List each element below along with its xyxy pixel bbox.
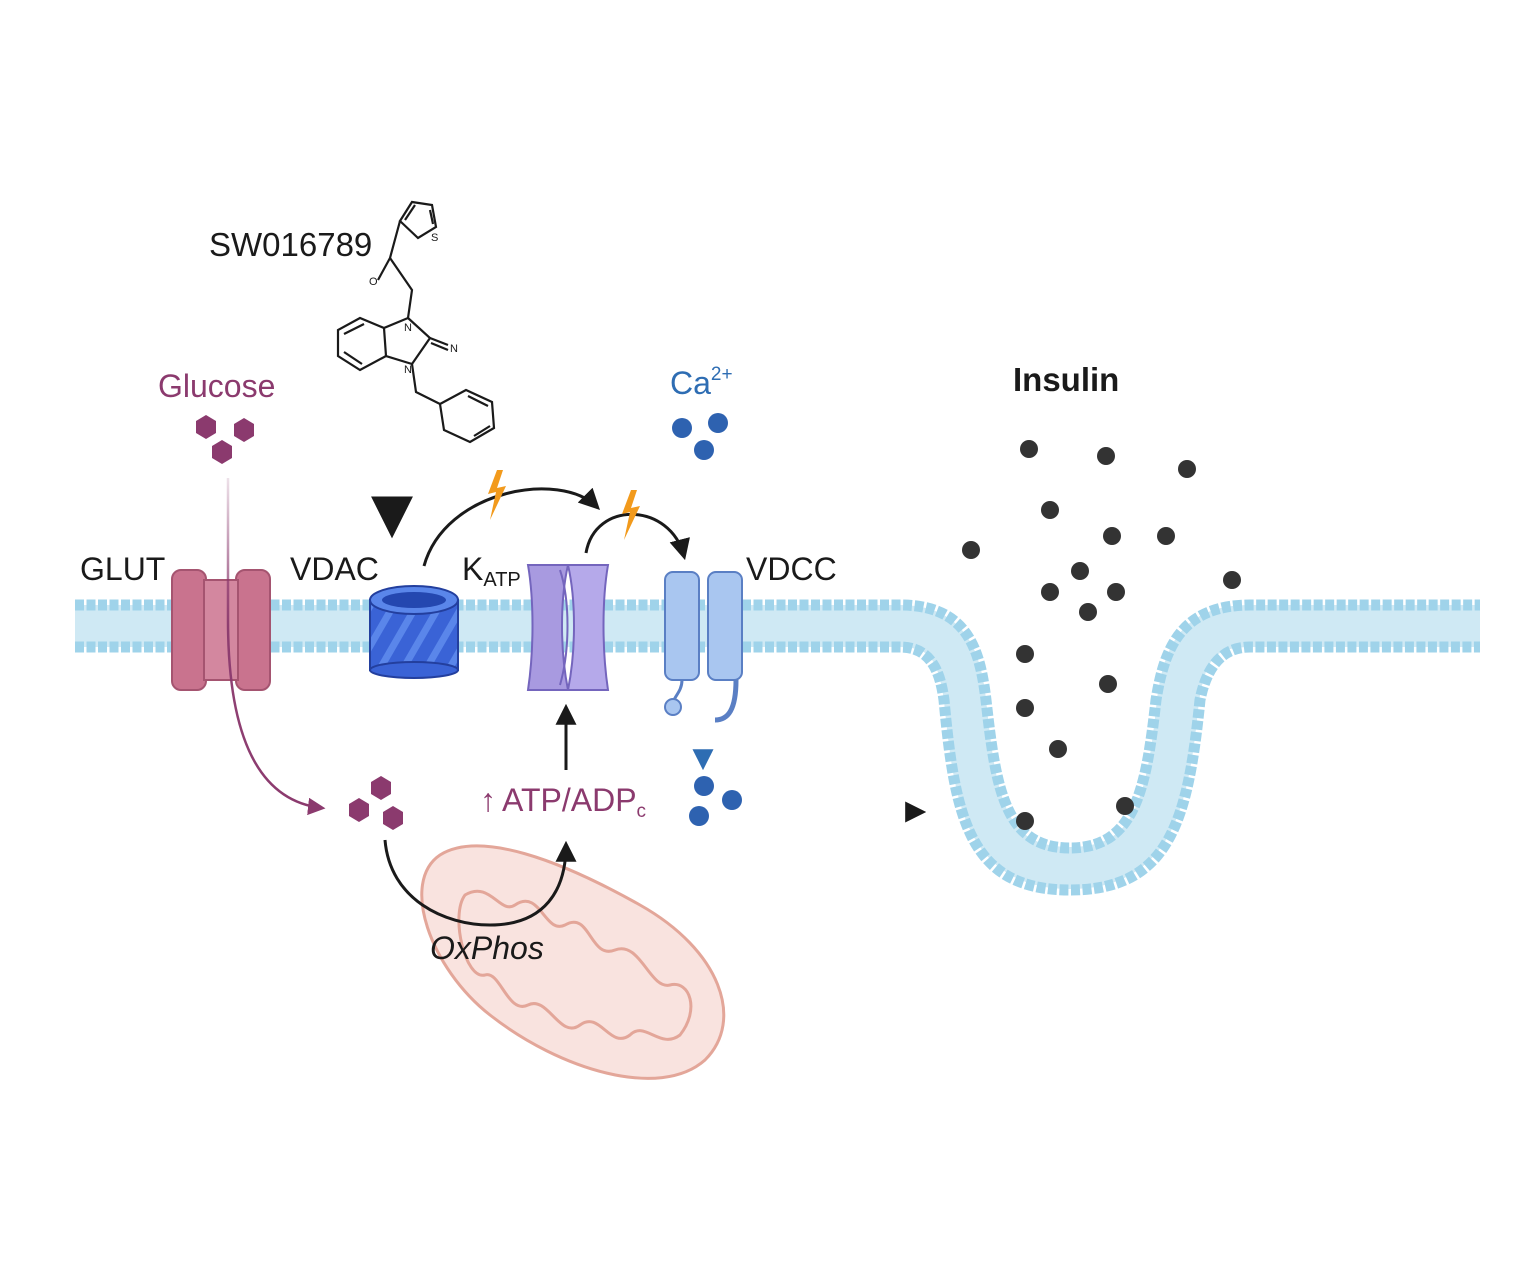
insulin-granule [1071, 562, 1089, 580]
katp-label: KATP [462, 551, 521, 591]
insulin-granule [1107, 583, 1125, 601]
insulin-granule [1016, 699, 1034, 717]
increase-arrow-icon: ↑ [480, 782, 496, 818]
calcium-ions-intracellular [689, 776, 742, 826]
membrane-inner-leaflet [75, 641, 1480, 896]
insulin-granule [1223, 571, 1241, 589]
calcium-label-superscript: 2+ [710, 364, 733, 385]
calcium-label-main: Ca [670, 365, 711, 401]
calcium-ion [672, 418, 692, 438]
lightning-bolt-icon [622, 490, 640, 540]
insulin-granule [1016, 645, 1034, 663]
calcium-label: Ca2+ [670, 364, 733, 402]
glucose-label: Glucose [158, 368, 276, 404]
glucose-hexagon [371, 776, 391, 800]
insulin-granule [1041, 501, 1059, 519]
lightning-bolt-icon [488, 470, 506, 520]
sulfur-atom-label: S [431, 232, 438, 244]
insulin-granule [1178, 460, 1196, 478]
glucose-molecules-intracellular [349, 776, 403, 830]
atp-adp-label-subscript: c [636, 801, 647, 822]
insulin-granules [962, 440, 1241, 830]
glucose-hexagon [196, 415, 216, 439]
mitochondrion [420, 844, 726, 1080]
calcium-ion [708, 413, 728, 433]
katp-label-subscript: ATP [483, 569, 521, 591]
nitrogen-atom-label-1: N [404, 322, 412, 334]
katp-channel [526, 564, 610, 691]
insulin-granule [1097, 447, 1115, 465]
glucose-hexagon [349, 798, 369, 822]
insulin-label: Insulin [1013, 361, 1120, 398]
glucose-hexagon [234, 418, 254, 442]
insulin-granule [1116, 797, 1134, 815]
calcium-ion [694, 440, 714, 460]
vdac-to-katp-arrow [422, 487, 600, 567]
vdac-channel [369, 585, 459, 679]
oxygen-atom-label: O [369, 276, 378, 288]
sw016789-structure [336, 200, 496, 444]
plasma-membrane [75, 599, 1480, 896]
calcium-ion [694, 776, 714, 796]
insulin-granule [1049, 740, 1067, 758]
glucose-hexagon [383, 806, 403, 830]
insulin-granule [1157, 527, 1175, 545]
insulin-granule [1016, 812, 1034, 830]
vdcc-label: VDCC [746, 551, 837, 587]
insulin-granule [1099, 675, 1117, 693]
calcium-ion [689, 806, 709, 826]
imine-nitrogen-label: N [450, 343, 458, 355]
membrane-outer-leaflet [75, 599, 1480, 854]
glucose-molecules-extracellular [196, 415, 254, 464]
oxphos-cycle-arrow [383, 839, 577, 927]
katp-label-main: K [462, 551, 484, 587]
insulin-granule [1079, 603, 1097, 621]
insulin-granule [1103, 527, 1121, 545]
glucose-hexagon [212, 440, 232, 464]
compound-name-label: SW016789 [209, 226, 373, 263]
glut-label: GLUT [80, 551, 166, 587]
vdcc-channel [664, 571, 743, 723]
vdac-label: VDAC [290, 551, 379, 587]
membrane-tails [75, 605, 1480, 890]
insulin-granule [962, 541, 980, 559]
insulin-granule [1041, 583, 1059, 601]
glucose-transport-arrow [226, 478, 326, 816]
atp-adp-label-main: ATP/ADP [502, 782, 637, 818]
katp-to-vdcc-arrow [584, 512, 690, 561]
atp-adp-ratio-label: ↑ATP/ADPc [480, 782, 647, 822]
nitrogen-atom-label-2: N [404, 364, 412, 376]
calcium-ion [722, 790, 742, 810]
glut-transporter [171, 569, 271, 691]
calcium-ions-extracellular [672, 413, 728, 460]
insulin-granule [1020, 440, 1038, 458]
oxphos-label: OxPhos [430, 930, 544, 966]
